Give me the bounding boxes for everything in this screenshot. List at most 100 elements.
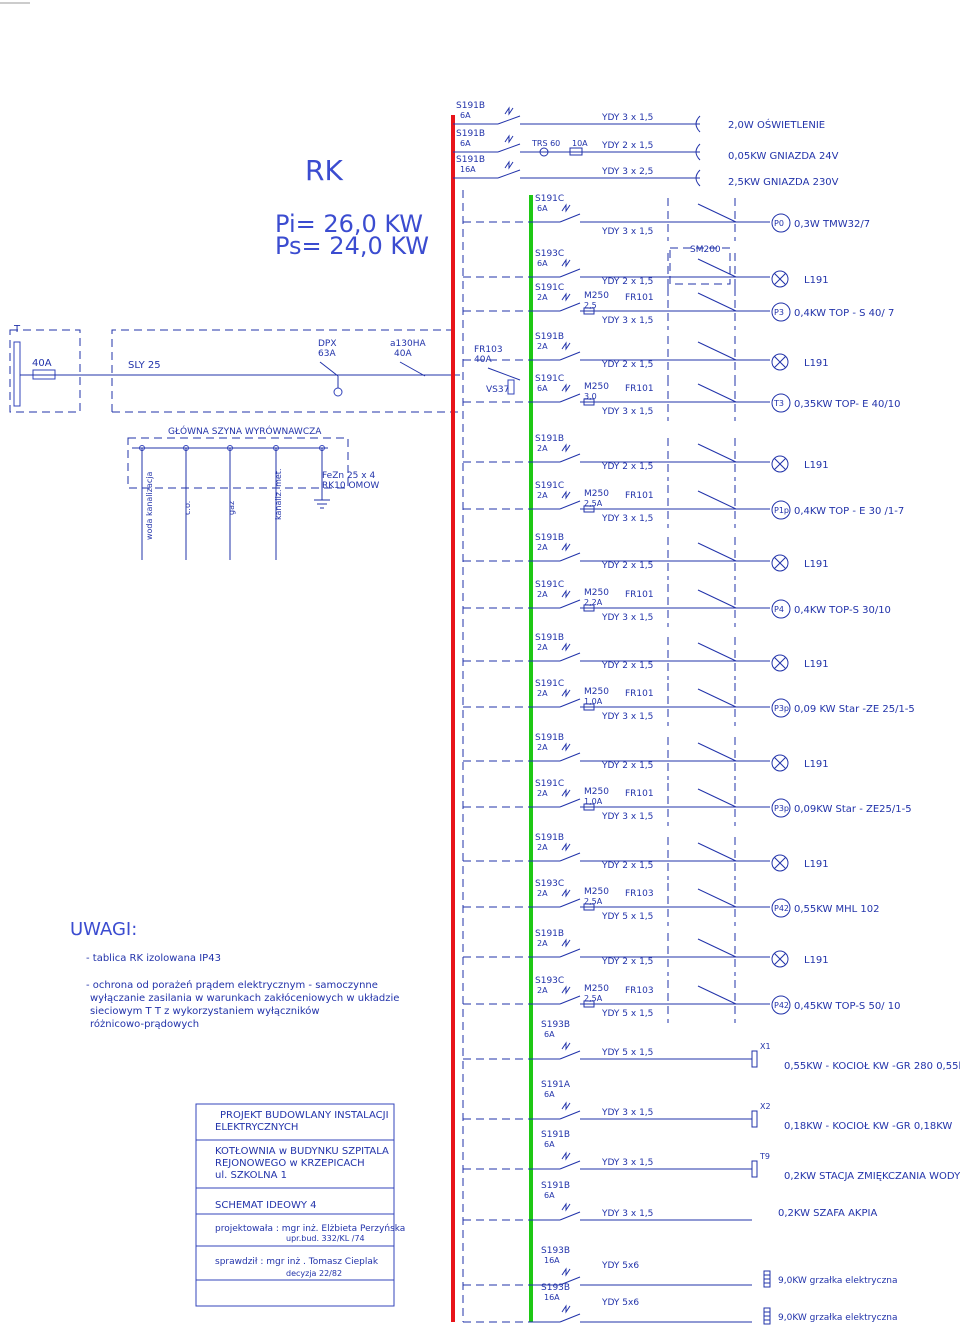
cable-label: YDY 5x6 [601,1298,639,1308]
trip-arrow-icon [561,490,571,500]
terminal-tag: T9 [759,1152,770,1161]
relay-label: FR101 [625,789,654,799]
relay-label: FR101 [625,491,654,501]
breaker-label: S191B [535,533,564,543]
breaker-contact [559,798,581,808]
trip-arrow-icon [561,985,571,995]
breaker-rating: 2A [537,444,548,453]
load-label: 0,55KW MHL 102 [794,904,880,915]
pump-icon [771,898,791,918]
motor-breaker-rating: 2,2A [584,598,603,607]
breaker-contact [559,852,581,862]
motor-breaker-rating: 2,5A [584,994,603,1003]
cable-label: YDY 2 x 1,5 [601,277,653,287]
breaker-contact [559,1211,581,1221]
trip-arrow-icon [561,1304,571,1314]
notes-title: UWAGI: [70,919,137,940]
load-label: 2,0W OŚWIETLENIE [728,118,825,131]
pump-icon [771,302,791,322]
cable-label: YDY 3 x 1,5 [601,712,653,722]
transformer-bar [13,341,21,407]
breaker-rating: 6A [544,1090,555,1099]
pump-tag: T3 [773,399,784,408]
trip-arrow-icon [561,341,571,351]
breaker-contact [497,169,521,179]
cable-label: YDY 3 x 1,5 [601,1158,653,1168]
motor-breaker-label: M250 [584,787,609,797]
breaker-contact [559,1313,581,1323]
installed-power: Pi= 26,0 KW [275,210,423,238]
breaker-label: S191C [535,679,564,689]
load-label: 0,45KW TOP-S 50/ 10 [794,1001,900,1012]
relay-contact [697,888,737,908]
lamp-icon [771,754,789,772]
rcd-label: FR103 [474,345,503,355]
breaker-label: S193B [541,1020,570,1030]
trip-arrow-icon [504,134,514,144]
breaker-contact [559,453,581,463]
pump-tag: P42 [774,904,789,913]
motor-breaker-label: M250 [584,984,609,994]
breaker-contact [497,115,521,125]
fuse-rating: 10A [572,139,588,148]
motor-breaker-label: M250 [584,588,609,598]
note-2: - ochrona od porażeń prądem elektrycznym… [86,979,378,991]
relay-label: FR103 [625,986,654,996]
relay-contact [697,203,737,223]
trip-arrow-icon [561,842,571,852]
bus-ground: RK10 OMOW [322,481,379,491]
trip-arrow-icon [561,1041,571,1051]
lamp-icon [771,950,789,968]
lamp-icon [771,854,789,872]
cable-label: YDY 2 x 1,5 [601,141,653,151]
load-label: L191 [804,358,829,369]
trip-arrow-icon [561,542,571,552]
load-label: 0,4KW TOP - E 30 /1-7 [794,506,904,517]
relay-contact [697,589,737,609]
supply-fuse: 40A [32,358,52,369]
breaker-contact [559,351,581,361]
breaker-rating: 6A [537,204,548,213]
cable-label: YDY 3 x 1,5 [601,227,653,237]
lamp-icon [771,270,789,288]
trip-arrow-icon [561,203,571,213]
note-5: różnicowo-prądowych [90,1018,199,1030]
breaker-rating: 2A [537,986,548,995]
motor-breaker-rating: 1,0A [584,697,603,706]
load-label: L191 [804,559,829,570]
breaker-rating: 16A [460,165,476,174]
pump-icon [771,500,791,520]
cable-label: YDY 3 x 1,5 [601,407,653,417]
breaker-label: S193B [541,1246,570,1256]
load-label: 0,18KW - KOCIOŁ KW -GR 0,18KW [784,1121,952,1132]
tb-line7b: upr.bud. 332/KL /74 [286,1234,365,1243]
terminal-icon [751,1160,758,1178]
breaker-contact [497,143,521,153]
motor-breaker-label: M250 [584,887,609,897]
dpx-label: DPX [318,339,337,349]
motor-breaker-rating: 2,5A [584,499,603,508]
pump-icon [771,213,791,233]
cable-label: YDY 5 x 1,5 [601,1009,653,1019]
cable-label: YDY 3 x 1,5 [601,812,653,822]
bus-tap-4: kanaliz. met. [274,469,283,521]
socket-icon [695,115,701,133]
relay-contact [697,985,737,1005]
lamp-cross [774,953,786,965]
transformer-icon [539,147,549,157]
breaker-label: S193C [535,879,564,889]
trip-arrow-icon [561,292,571,302]
breaker-contact [559,500,581,510]
cable-label: YDY 5 x 1,5 [601,912,653,922]
trip-arrow-icon [561,938,571,948]
surge-arrester-icon [507,379,515,395]
relay-contact [697,383,737,403]
note-3: wyłączanie zasilania w warunkach zakłóce… [90,992,399,1004]
lamp-cross [774,857,786,869]
relay-frame [669,247,731,285]
bus-conductor: FeZn 25 x 4 [322,471,375,481]
socket-icon [695,143,701,161]
breaker-contact [559,552,581,562]
breaker-rating: 6A [544,1140,555,1149]
lamp-cross [774,657,786,669]
